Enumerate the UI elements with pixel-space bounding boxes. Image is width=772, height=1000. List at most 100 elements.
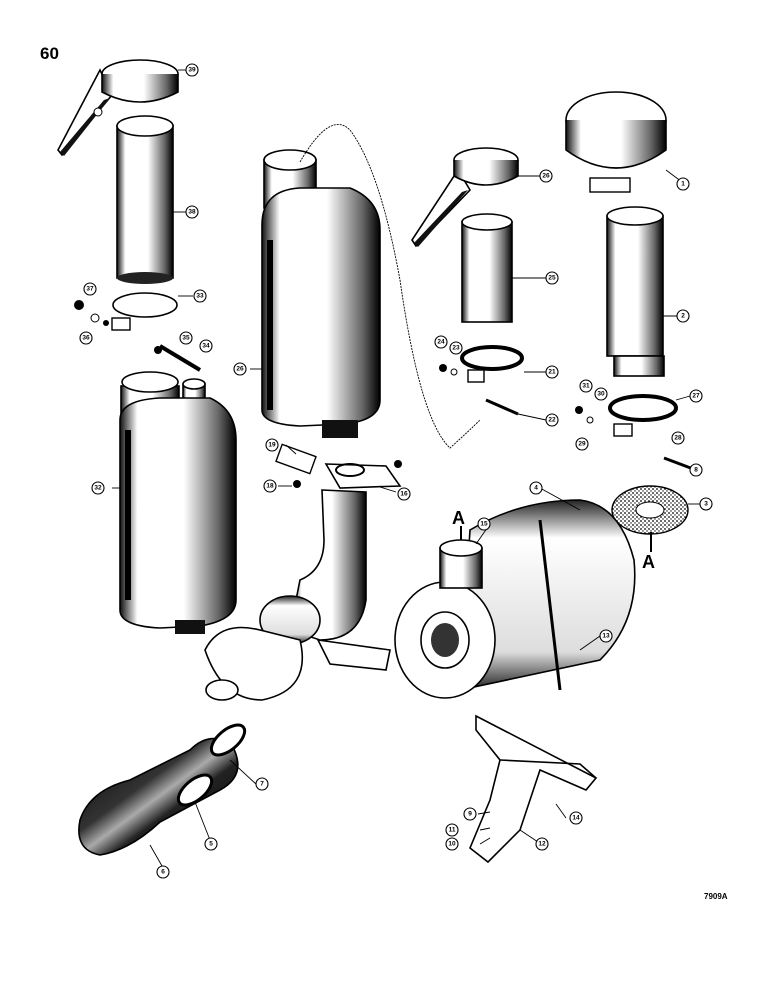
svg-text:35: 35: [182, 335, 190, 342]
svg-text:3: 3: [704, 501, 708, 508]
svg-text:33: 33: [196, 293, 204, 300]
rain-cap-center: [411, 147, 519, 248]
callout-35: 35: [179, 331, 193, 345]
svg-text:37: 37: [86, 286, 94, 293]
svg-text:19: 19: [268, 442, 276, 449]
svg-text:10: 10: [448, 841, 456, 848]
svg-text:8: 8: [694, 467, 698, 474]
callout-6: 6: [156, 865, 170, 879]
callout-27: 27: [689, 389, 703, 403]
callout-15: 15: [477, 517, 491, 531]
svg-text:11: 11: [449, 827, 456, 834]
callout-32: 32: [91, 481, 105, 495]
svg-text:36: 36: [82, 335, 90, 342]
callout-5: 5: [204, 837, 218, 851]
clamp-left: [74, 292, 202, 372]
callout-18: 18: [263, 479, 277, 493]
leader-lines: [112, 69, 700, 867]
air-cleaner-body: [394, 499, 636, 699]
svg-text:32: 32: [94, 485, 102, 492]
callout-23: 23: [449, 341, 463, 355]
svg-text:28: 28: [674, 435, 682, 442]
svg-text:16: 16: [400, 491, 408, 498]
callout-4: 4: [529, 481, 543, 495]
svg-text:22: 22: [548, 417, 556, 424]
callout-7: 7: [255, 777, 269, 791]
stack-pipe-center: [461, 213, 513, 323]
svg-text:30: 30: [597, 391, 605, 398]
muffler-left: [119, 371, 237, 634]
clamp-center: [439, 345, 524, 416]
callout-34: 34: [199, 339, 213, 353]
callout-12: 12: [535, 837, 549, 851]
svg-text:12: 12: [538, 841, 546, 848]
svg-text:31: 31: [582, 383, 590, 390]
svg-text:25: 25: [548, 275, 556, 282]
muffler-center: [261, 149, 381, 488]
svg-text:29: 29: [578, 441, 586, 448]
air-cleaner-cap: [565, 91, 667, 193]
callout-39: 39: [185, 63, 199, 77]
svg-text:13: 13: [602, 633, 610, 640]
svg-text:34: 34: [202, 343, 210, 350]
routing-line: [299, 124, 481, 449]
callout-11: 11: [445, 823, 459, 837]
svg-text:27: 27: [692, 393, 700, 400]
callout-9: 9: [463, 807, 477, 821]
svg-text:24: 24: [437, 339, 445, 346]
svg-text:5: 5: [209, 841, 213, 848]
callout-8: 8: [689, 463, 703, 477]
callout-16: 16: [397, 487, 411, 501]
figure-code: 7909A: [704, 892, 728, 901]
callout-38: 38: [185, 205, 199, 219]
svg-text:7: 7: [260, 781, 264, 788]
callout-30: 30: [594, 387, 608, 401]
intake-hose: [78, 723, 247, 856]
callout-28: 28: [671, 431, 685, 445]
page-number: 60: [40, 44, 59, 63]
callout-26b: 26: [233, 362, 247, 376]
svg-text:21: 21: [548, 369, 556, 376]
callout-3: 3: [699, 497, 713, 511]
callout-37: 37: [83, 282, 97, 296]
svg-text:26: 26: [542, 173, 550, 180]
callout-26: 26: [539, 169, 553, 183]
callout-36: 36: [79, 331, 93, 345]
svg-text:6: 6: [161, 869, 165, 876]
stack-pipe-left: [116, 115, 174, 284]
callout-21: 21: [545, 365, 559, 379]
svg-text:23: 23: [452, 345, 460, 352]
callout-10: 10: [445, 837, 459, 851]
svg-text:4: 4: [534, 485, 538, 492]
svg-text:39: 39: [188, 67, 196, 74]
svg-text:26: 26: [236, 366, 244, 373]
callout-31: 31: [579, 379, 593, 393]
svg-text:2: 2: [681, 313, 685, 320]
svg-text:9: 9: [468, 811, 472, 818]
callout-2: 2: [676, 309, 690, 323]
exhaust-elbow: [204, 489, 391, 701]
svg-text:38: 38: [188, 209, 196, 216]
rain-cap-left: [57, 59, 179, 157]
callout-33: 33: [193, 289, 207, 303]
callout-24: 24: [434, 335, 448, 349]
svg-text:1: 1: [681, 181, 685, 188]
callout-29: 29: [575, 437, 589, 451]
svg-text:14: 14: [572, 815, 580, 822]
section-label-a-right: A: [642, 552, 655, 572]
callout-1: 1: [676, 177, 690, 191]
section-label-a-left: A: [452, 508, 465, 528]
callout-14: 14: [569, 811, 583, 825]
callout-25: 25: [545, 271, 559, 285]
filter-element: [611, 485, 689, 535]
callout-13: 13: [599, 629, 613, 643]
air-cleaner-bracket: [469, 714, 598, 864]
clamp-right: [575, 394, 697, 472]
callout-22: 22: [545, 413, 559, 427]
svg-text:18: 18: [266, 483, 274, 490]
intake-pipe: [606, 206, 665, 377]
bracket-16: [324, 460, 402, 489]
svg-text:15: 15: [480, 521, 488, 528]
callout-19: 19: [265, 438, 279, 452]
